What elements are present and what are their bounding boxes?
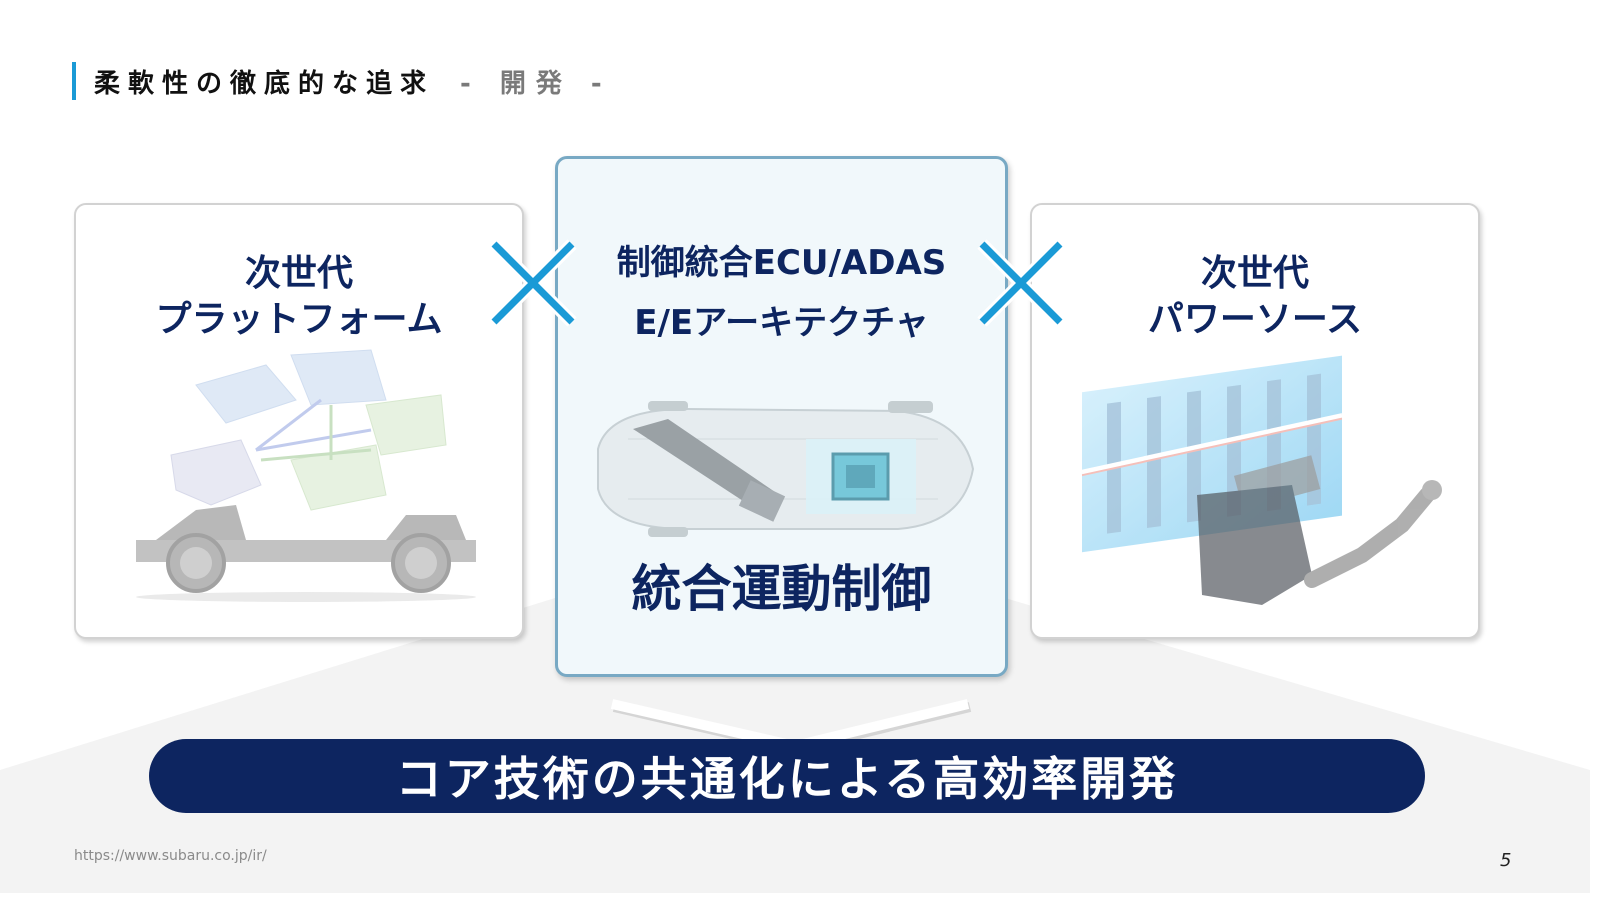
battery-engine-illustration — [1081, 355, 1442, 605]
page-title: 柔軟性の徹底的な追求 — [94, 68, 435, 99]
card-heading-line1: 次世代 — [1200, 253, 1309, 294]
card-heading-line1: 次世代 — [244, 253, 353, 294]
card-heading-line2: プラットフォーム — [155, 299, 443, 340]
page-number: 5 — [1500, 850, 1512, 871]
summary-banner-text: コア技術の共通化による高効率開発 — [395, 752, 1179, 806]
multiply-icon — [976, 238, 1066, 328]
footer-url[interactable]: https://www.subaru.co.jp/ir/ — [74, 848, 267, 864]
card-heading-line2: E/Eアーキテクチャ — [634, 303, 929, 343]
platform-illustration — [136, 349, 476, 602]
slide: 柔軟性の徹底的な追求 - 開発 - 次世代 プラットフォーム — [0, 62, 1590, 893]
card-heading: 制御統合ECU/ADAS E/Eアーキテクチャ — [558, 233, 1005, 353]
card-integrated-ecu: 制御統合ECU/ADAS E/Eアーキテクチャ 統合運動制御 — [555, 156, 1008, 677]
page-subtitle: - 開発 - — [460, 68, 612, 99]
card-heading: 次世代 パワーソース — [1032, 251, 1478, 343]
car-ecu-illustration — [597, 401, 975, 537]
integrated-motion-control-label: 統合運動制御 — [631, 560, 932, 618]
title-accent-bar — [72, 62, 76, 100]
multiply-icon — [488, 238, 578, 328]
card-heading-line1: 制御統合ECU/ADAS — [616, 243, 947, 283]
summary-banner: コア技術の共通化による高効率開発 — [149, 739, 1425, 813]
card-heading-line2: パワーソース — [1147, 299, 1363, 340]
card-heading: 次世代 プラットフォーム — [76, 251, 522, 343]
slide-header: 柔軟性の徹底的な追求 - 開発 - — [72, 62, 612, 100]
card-next-gen-powersource: 次世代 パワーソース — [1030, 203, 1480, 639]
card-next-gen-platform: 次世代 プラットフォーム — [74, 203, 524, 639]
